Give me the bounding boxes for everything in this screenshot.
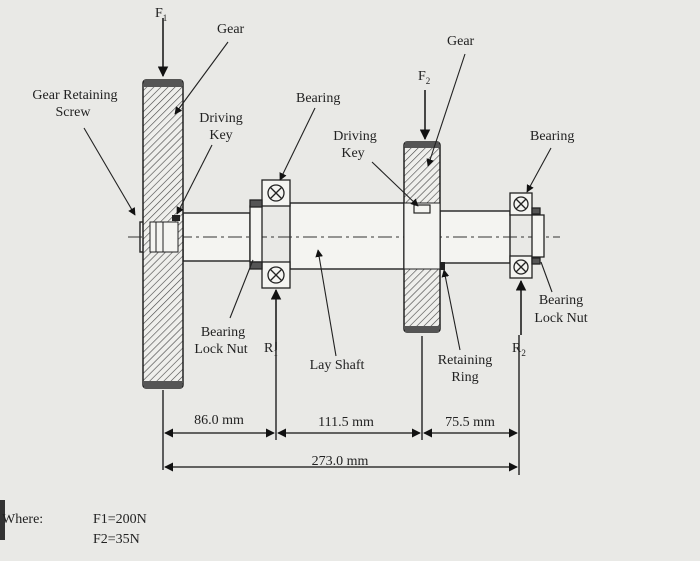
bearing-lock-nut-left-top bbox=[249, 199, 263, 208]
reaction-r1-label: R1 bbox=[264, 341, 278, 358]
bearing-right-label: Bearing bbox=[530, 129, 574, 144]
driving-key-left-label-1: Driving bbox=[199, 111, 243, 126]
given-f1: F1=200N bbox=[93, 512, 147, 527]
dimension-75-5-label: 75.5 mm bbox=[445, 415, 495, 430]
where-label: Where: bbox=[2, 512, 43, 527]
bearing-left-label: Bearing bbox=[296, 91, 340, 106]
dimension-lines bbox=[162, 335, 520, 475]
force-f2-label: F2 bbox=[418, 69, 430, 86]
driving-key-right bbox=[413, 204, 431, 214]
dimension-273-label: 273.0 mm bbox=[312, 454, 369, 469]
bearing-lock-nut-left-label-1: Bearing bbox=[201, 325, 245, 340]
shaft-middle-section bbox=[289, 202, 405, 270]
gear-right-label: Gear bbox=[447, 34, 475, 49]
shaft-right-section bbox=[439, 210, 511, 264]
gear-left-label: Gear bbox=[217, 22, 245, 37]
gear-retaining-screw-label-1: Gear Retaining bbox=[32, 88, 117, 103]
force-arrows bbox=[157, 18, 527, 350]
bearing-lock-nut-right-label-2: Lock Nut bbox=[534, 311, 587, 326]
left-bearing bbox=[249, 179, 291, 289]
driving-key-right-label-2: Key bbox=[341, 146, 364, 161]
right-gear bbox=[403, 141, 445, 333]
dimension-86-label: 86.0 mm bbox=[194, 413, 244, 428]
retaining-ring-label-2: Ring bbox=[451, 370, 478, 385]
driving-key-left-label-2: Key bbox=[209, 128, 232, 143]
left-gear bbox=[142, 79, 184, 389]
gear-retaining-screw-label-2: Screw bbox=[56, 105, 92, 120]
retaining-ring bbox=[440, 262, 445, 270]
retaining-ring-label-1: Retaining bbox=[438, 353, 492, 368]
photo-edge bbox=[0, 500, 5, 540]
leader-lines bbox=[83, 41, 553, 357]
driving-key-left bbox=[172, 215, 180, 221]
lay-shaft-label: Lay Shaft bbox=[310, 358, 365, 373]
reaction-r2-label: R2 bbox=[512, 341, 526, 358]
bearing-lock-nut-left bbox=[249, 261, 263, 270]
bearing-lock-nut-right bbox=[531, 257, 541, 265]
right-bearing bbox=[509, 192, 545, 279]
lay-shaft bbox=[139, 202, 511, 270]
driving-key-right-label-1: Driving bbox=[333, 129, 377, 144]
dimension-111-5-label: 111.5 mm bbox=[318, 415, 374, 430]
bearing-lock-nut-right-label-1: Bearing bbox=[539, 293, 583, 308]
bearing-lock-nut-left-label-2: Lock Nut bbox=[194, 342, 247, 357]
given-f2: F2=35N bbox=[93, 532, 140, 547]
force-f1-label: F1 bbox=[155, 6, 167, 23]
